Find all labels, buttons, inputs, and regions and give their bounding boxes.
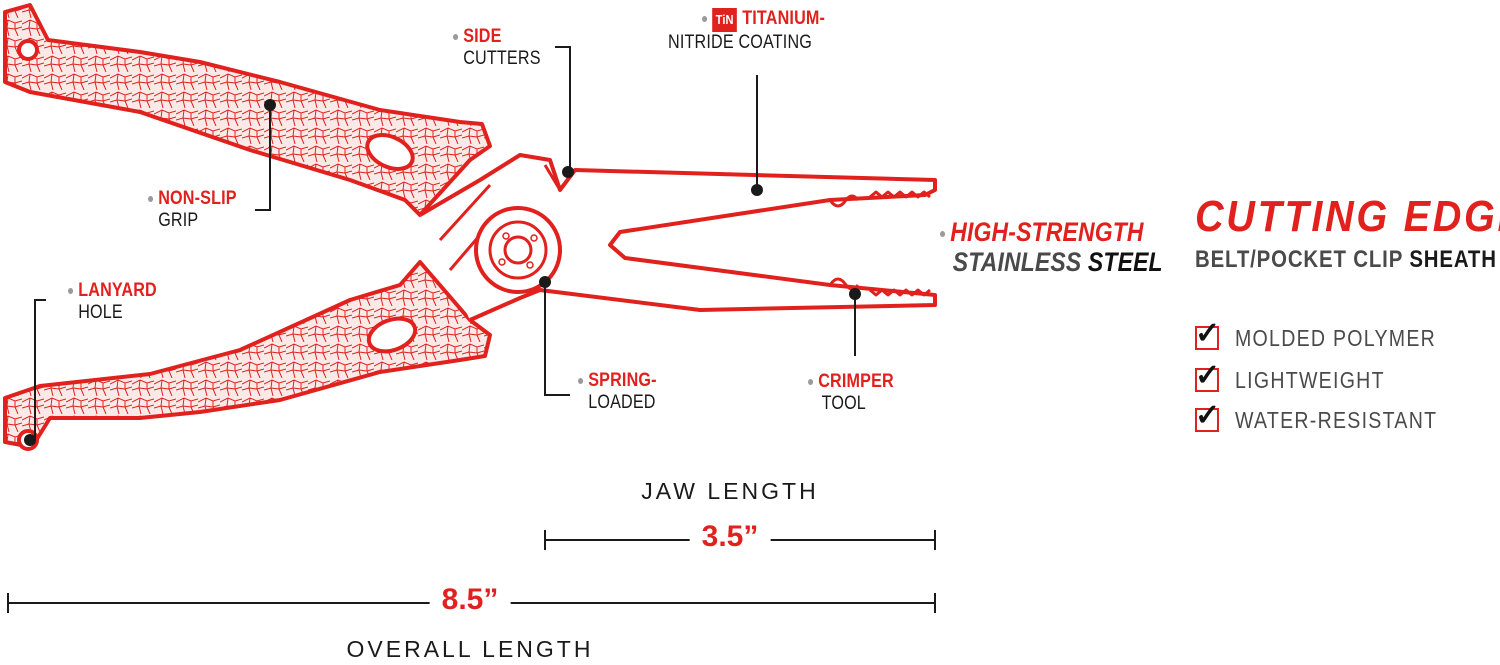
feature-item: ✓WATER-RESISTANT [1195, 399, 1438, 433]
tin-badge: TiN [712, 8, 738, 32]
overall-length-value: 8.5” [429, 583, 511, 617]
checkbox-checked-icon: ✓ [1195, 317, 1221, 350]
jaw-length-value: 3.5” [689, 520, 771, 554]
checkbox-checked-icon: ✓ [1195, 399, 1221, 432]
callout-spring-loaded: SPRING-LOADED [578, 370, 657, 414]
leader-lines [34, 46, 856, 440]
jaw-length-label: JAW LENGTH [641, 478, 819, 504]
upper-handle [3, 3, 492, 217]
feature-item: ✓MOLDED POLYMER [1195, 317, 1437, 351]
feature-item: ✓LIGHTWEIGHT [1195, 359, 1385, 393]
sheath-title: CUTTING EDGE [1195, 192, 1500, 241]
sheath-subtitle: BELT/POCKET CLIP SHEATH [1195, 246, 1497, 273]
overall-length-label: OVERALL LENGTH [346, 636, 594, 662]
lower-handle [3, 260, 492, 449]
checkbox-checked-icon: ✓ [1195, 359, 1221, 392]
